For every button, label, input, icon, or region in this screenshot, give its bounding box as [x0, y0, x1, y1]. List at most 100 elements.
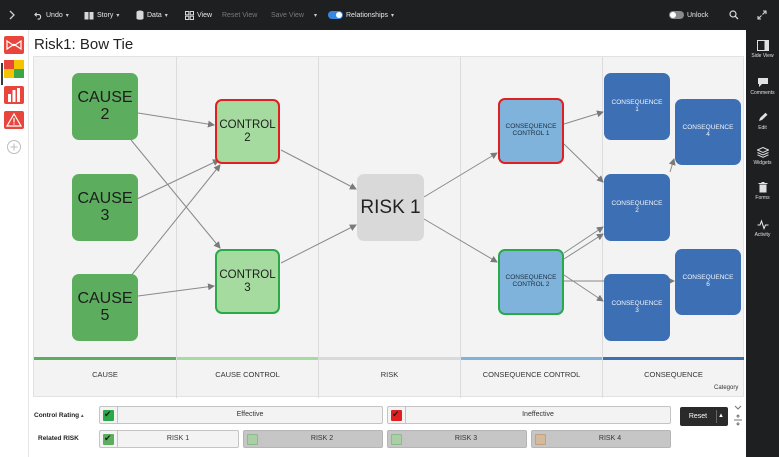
risk-column-bar	[319, 357, 460, 360]
node-consequence-6[interactable]: CONSEQUENCE 6	[675, 249, 741, 315]
connector-cause5-control2	[129, 164, 221, 278]
filter-effective[interactable]: Effective	[99, 406, 383, 424]
filter-risk-2[interactable]: RISK 2	[243, 430, 383, 448]
view-button[interactable]: View	[185, 0, 212, 30]
collapse-legend-icon[interactable]	[733, 400, 743, 410]
reset-view-button[interactable]: Reset View	[222, 0, 257, 30]
connector-cc2-cons3	[563, 274, 604, 302]
edit-label: Edit	[758, 125, 767, 131]
save-view-label: Save View	[271, 11, 304, 19]
column-label-risk: RISK	[380, 370, 399, 379]
expand-icon[interactable]	[757, 0, 767, 30]
widgets-label: Widgets	[753, 160, 772, 166]
cause-column-bar	[34, 357, 176, 360]
connector-risk1-cc2	[423, 218, 498, 263]
book-icon	[84, 11, 94, 19]
risk-1-label: RISK 1	[166, 435, 190, 442]
save-view-menu[interactable]: ▾	[314, 0, 317, 30]
connector-cause3-control2	[134, 159, 220, 201]
unlock-switch[interactable]	[669, 11, 684, 19]
bar-chart-view-icon[interactable]	[4, 86, 24, 104]
edit-button[interactable]: Edit	[746, 112, 779, 131]
undo-icon	[34, 11, 42, 20]
ineffective-label: Ineffective	[522, 411, 554, 418]
connector-cc1-cons2	[563, 143, 604, 183]
unlock-toggle[interactable]: Unlock	[669, 0, 708, 30]
relationships-toggle[interactable]: Relationships ▾	[328, 0, 394, 30]
forms-button[interactable]: Forms	[746, 182, 779, 201]
story-label: Story	[97, 11, 114, 19]
node-consequence-control-1[interactable]: CONSEQUENCE CONTROL 1	[498, 98, 564, 164]
control-rating-label: Control Rating ▴	[34, 412, 84, 419]
grid-icon	[185, 10, 194, 20]
connector-cause5-control3	[137, 283, 215, 297]
relationships-switch[interactable]	[328, 11, 343, 19]
layers-icon	[756, 147, 769, 158]
connector-cons2-cons4	[668, 158, 676, 173]
filter-risk-1[interactable]: RISK 1	[99, 430, 239, 448]
resize-handle-icon[interactable]	[733, 413, 743, 426]
filter-risk-4[interactable]: RISK 4	[531, 430, 671, 448]
activity-label: Activity	[754, 232, 771, 238]
undo-button[interactable]: Undo ▾	[34, 0, 69, 30]
right-rail: Side View Comments Edit Widgets Forms Ac…	[746, 30, 779, 457]
node-risk-1[interactable]: RISK 1	[357, 174, 424, 241]
node-consequence-2[interactable]: CONSEQUENCE 2	[604, 174, 670, 241]
risk-2-label: RISK 2	[310, 435, 334, 442]
risk-3-checkbox[interactable]	[391, 434, 402, 445]
node-control-3[interactable]: CONTROL 3	[215, 249, 280, 314]
reset-view-label: Reset View	[222, 11, 258, 19]
collapse-chevron-icon[interactable]	[8, 0, 16, 30]
risk-warning-view-icon[interactable]	[4, 111, 24, 129]
sort-caret-icon: ▴	[80, 413, 84, 419]
node-cause-2[interactable]: CAUSE 2	[72, 73, 138, 140]
unlock-label: Unlock	[687, 11, 709, 19]
node-consequence-control-2[interactable]: CONSEQUENCE CONTROL 2	[498, 249, 564, 315]
reset-caret-icon[interactable]: ▲	[718, 413, 724, 419]
effective-label: Effective	[236, 411, 264, 418]
connector-control3-risk1	[280, 224, 357, 264]
pencil-icon	[758, 112, 767, 121]
node-control-2[interactable]: CONTROL 2	[215, 99, 280, 164]
related-risk-label: Related RISK	[38, 435, 79, 442]
trash-icon	[758, 182, 767, 193]
activity-icon	[757, 219, 768, 230]
active-indicator	[1, 63, 3, 85]
widgets-button[interactable]: Widgets	[746, 147, 779, 166]
risk-2-checkbox[interactable]	[247, 434, 258, 445]
reset-button[interactable]: Reset ▲	[680, 407, 728, 426]
top-toolbar: Undo ▾ Story ▾ Data ▾ View Reset View Sa…	[0, 0, 779, 30]
column-divider	[460, 57, 461, 398]
connector-cc1-cons1	[563, 110, 604, 125]
side-view-button[interactable]: Side View	[746, 40, 779, 59]
risk-1-checkbox[interactable]	[103, 433, 114, 445]
add-view-icon[interactable]	[4, 138, 24, 156]
relationships-label: Relationships	[346, 11, 389, 19]
bow-tie-diagram: CAUSE CAUSE CONTROL RISK CONSEQUENCE CON…	[33, 56, 744, 398]
node-cause-3[interactable]: CAUSE 3	[72, 174, 138, 241]
heatmap-view-icon[interactable]	[4, 60, 24, 78]
connector-control2-risk1	[280, 149, 357, 190]
risk-4-checkbox[interactable]	[535, 434, 546, 445]
node-cause-5[interactable]: CAUSE 5	[72, 274, 138, 341]
node-consequence-1[interactable]: CONSEQUENCE 1	[604, 73, 670, 140]
bow-tie-view-icon[interactable]	[4, 36, 24, 54]
effective-checkbox[interactable]	[103, 409, 114, 421]
comments-label: Comments	[750, 90, 775, 96]
activity-button[interactable]: Activity	[746, 219, 779, 238]
filter-ineffective[interactable]: Ineffective	[387, 406, 671, 424]
consequence-column-bar	[603, 357, 744, 360]
data-button[interactable]: Data ▾	[136, 0, 168, 30]
story-caret-icon: ▾	[116, 12, 120, 19]
database-icon	[136, 10, 144, 20]
search-icon[interactable]	[729, 0, 739, 30]
ineffective-checkbox[interactable]	[391, 409, 402, 421]
filter-risk-3[interactable]: RISK 3	[387, 430, 527, 448]
column-label-cause: CAUSE	[92, 370, 118, 379]
save-view-button[interactable]: Save View	[271, 0, 304, 30]
comments-button[interactable]: Comments	[746, 77, 779, 96]
node-consequence-4[interactable]: CONSEQUENCE 4	[675, 99, 741, 165]
column-label-consequence-control: CONSEQUENCE CONTROL	[482, 370, 581, 379]
story-button[interactable]: Story ▾	[84, 0, 119, 30]
node-consequence-3[interactable]: CONSEQUENCE 3	[604, 274, 670, 341]
